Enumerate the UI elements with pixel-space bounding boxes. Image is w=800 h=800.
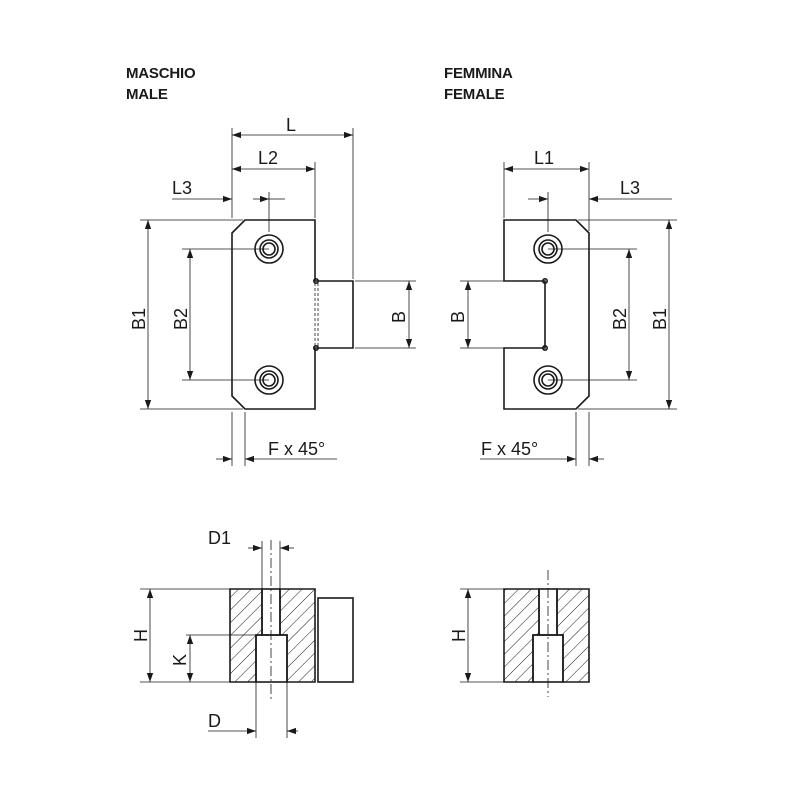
female-title-italian: FEMMINA — [444, 65, 513, 82]
male-bore-counterbore — [255, 634, 288, 683]
dim-label-D: D — [208, 711, 221, 731]
dim-label-female-B: B — [448, 311, 468, 323]
dim-label-L3: L3 — [172, 178, 192, 198]
dim-label-male-B2: B2 — [171, 308, 191, 330]
dim-label-female-L3: L3 — [620, 178, 640, 198]
dim-label-K: K — [170, 654, 190, 666]
female-top-view: L1 L3 B B2 B1 F x 45° — [448, 148, 677, 466]
dim-label-male-B1: B1 — [129, 308, 149, 330]
dim-label-female-F: F x 45° — [481, 439, 538, 459]
male-section-tongue — [317, 597, 354, 683]
male-title-english: MALE — [126, 86, 168, 103]
dim-label-female-B2: B2 — [610, 308, 630, 330]
female-title-english: FEMALE — [444, 86, 505, 103]
dim-label-D1: D1 — [208, 528, 231, 548]
dim-label-male-H: H — [131, 629, 151, 642]
male-title-italian: MASCHIO — [126, 65, 196, 82]
dim-label-male-F: F x 45° — [268, 439, 325, 459]
dim-label-male-B: B — [389, 311, 409, 323]
male-section-view: D1 D H K — [131, 528, 354, 738]
female-section-view: H — [449, 570, 590, 697]
dim-label-L2: L2 — [258, 148, 278, 168]
male-body-outline — [231, 219, 354, 410]
dim-label-female-H: H — [449, 629, 469, 642]
female-body-outline — [503, 219, 590, 410]
dim-label-female-B1: B1 — [650, 308, 670, 330]
dim-label-L1: L1 — [534, 148, 554, 168]
dim-label-L: L — [286, 115, 296, 135]
male-top-view: L L2 L3 B1 B2 B F x 45° — [129, 115, 416, 466]
